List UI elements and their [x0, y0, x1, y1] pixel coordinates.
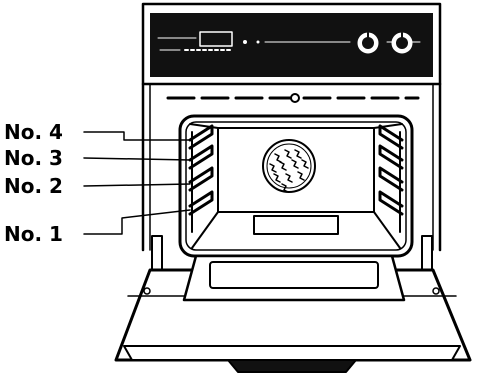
- left-rack-guides: [188, 124, 214, 233]
- rack-position-label-4: No. 4: [4, 120, 63, 144]
- control-knob-icon: [357, 32, 379, 54]
- control-knob-icon: [391, 32, 413, 54]
- light-bulb-icon: [290, 93, 300, 103]
- label-leader-lines: [83, 131, 191, 235]
- fan-cover-icon: [262, 139, 316, 193]
- rack-position-label-1: No. 1: [4, 222, 63, 246]
- rack-position-label-3: No. 3: [4, 146, 63, 170]
- oven-body: [141, 82, 442, 252]
- oven-door: [114, 254, 472, 373]
- right-rack-guides: [378, 124, 404, 233]
- clock-display: [199, 31, 233, 47]
- rack-position-label-2: No. 2: [4, 174, 63, 198]
- control-panel: [141, 2, 442, 86]
